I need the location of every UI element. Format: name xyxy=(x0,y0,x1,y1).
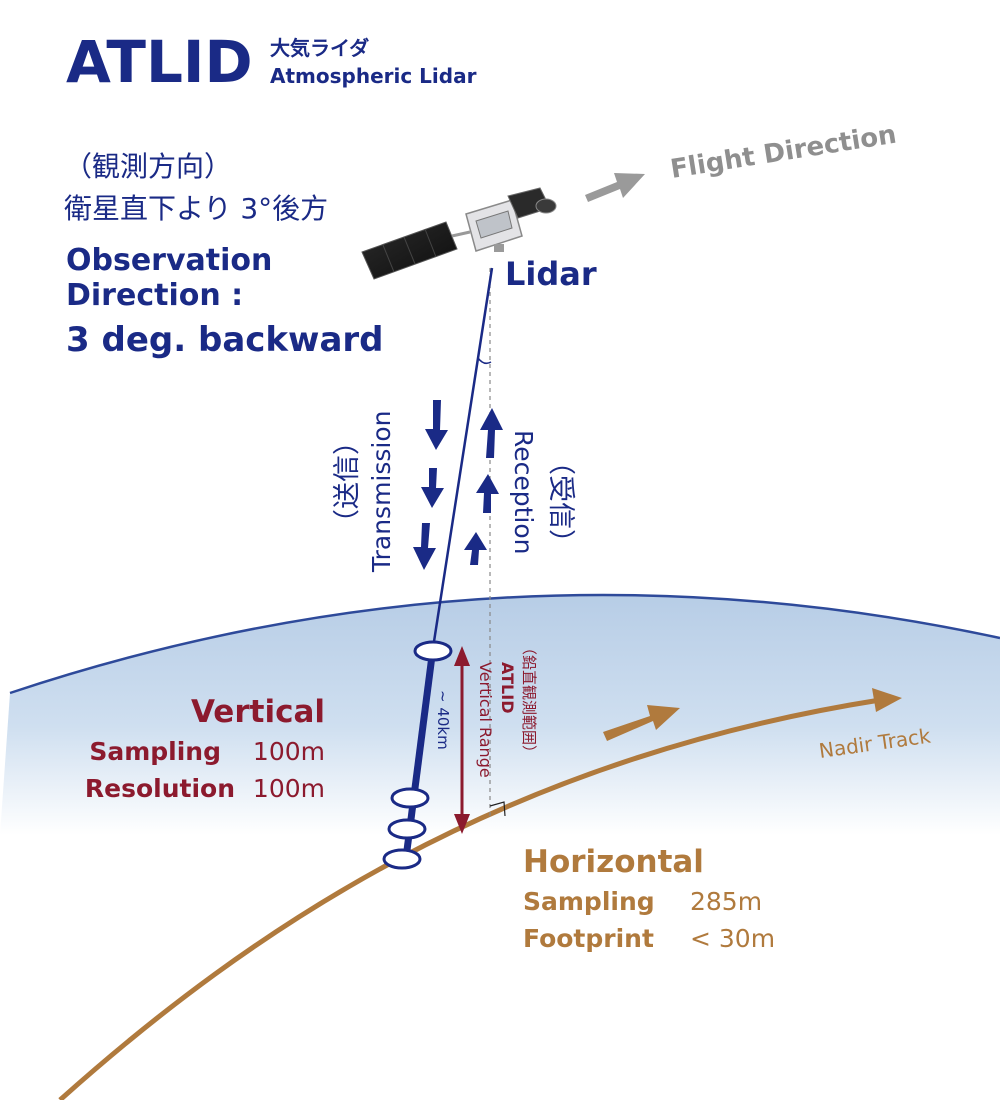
lidar-label: Lidar xyxy=(505,255,597,293)
reception-label: Reception xyxy=(509,430,538,555)
observation-jp-line2: 衛星直下より 3°後方 xyxy=(64,192,328,225)
ground-motion-arrow xyxy=(603,705,680,741)
flight-direction-arrow xyxy=(585,173,645,202)
transmission-arrow xyxy=(421,468,444,508)
transmission-label: Transmission xyxy=(367,411,396,574)
horizontal-sampling-label: Sampling xyxy=(523,887,655,916)
atmosphere-top-edge xyxy=(9,593,1000,695)
vertical-resolution-label: Resolution xyxy=(85,774,235,803)
subtitle-japanese: 大気ライダ xyxy=(270,36,369,60)
flight-direction-label: Flight Direction xyxy=(668,120,898,185)
sampling-ellipse xyxy=(413,640,453,662)
sampling-ellipse xyxy=(382,848,422,870)
horizontal-footprint-label: Footprint xyxy=(523,924,654,953)
right-angle-mark xyxy=(489,801,506,817)
vertical-sampling-value: 100m xyxy=(253,737,325,766)
sampling-ellipse xyxy=(390,787,430,809)
vertical-title: Vertical xyxy=(191,694,325,730)
reception-jp-label: （受信） xyxy=(545,448,576,556)
vertical-sampling-label: Sampling xyxy=(89,737,221,766)
laser-beam xyxy=(431,267,494,649)
observation-en-line1: Observation xyxy=(66,243,272,278)
observation-en-line2: Direction : xyxy=(66,278,243,313)
reception-arrow xyxy=(480,408,503,458)
vertical-resolution-value: 100m xyxy=(253,774,325,803)
range-jp-label: （鉛直観測範囲） xyxy=(520,640,538,760)
horizontal-title: Horizontal xyxy=(523,844,704,880)
reception-arrow xyxy=(464,532,487,565)
horizontal-footprint-value: < 30m xyxy=(690,924,775,953)
transmission-arrows xyxy=(413,400,448,570)
range-height-label: ~ 40km xyxy=(434,690,452,750)
observation-en-line3: 3 deg. backward xyxy=(66,320,384,360)
reception-arrow xyxy=(476,474,499,513)
angle-arc xyxy=(477,357,492,365)
reception-arrows xyxy=(464,408,503,565)
atmosphere-layer xyxy=(0,594,1000,835)
observation-jp-line1: （観測方向） xyxy=(64,150,232,183)
transmission-jp-label: （送信） xyxy=(332,428,363,536)
page-title: ATLID xyxy=(66,28,253,96)
range-en-label: Vertical Range xyxy=(476,662,495,778)
sampling-ellipse xyxy=(387,818,427,840)
vertical-range-arrow-bottom xyxy=(454,814,470,834)
range-name-label: ATLID xyxy=(498,662,517,713)
telescope xyxy=(535,198,557,214)
transmission-arrow xyxy=(425,400,448,450)
subtitle-english: Atmospheric Lidar xyxy=(270,64,477,88)
satellite-icon xyxy=(361,187,557,280)
transmission-arrow xyxy=(413,523,436,570)
horizontal-sampling-value: 285m xyxy=(690,887,762,916)
vertical-range-arrow-top xyxy=(454,646,470,666)
nadir-track-arrowhead xyxy=(872,688,902,712)
